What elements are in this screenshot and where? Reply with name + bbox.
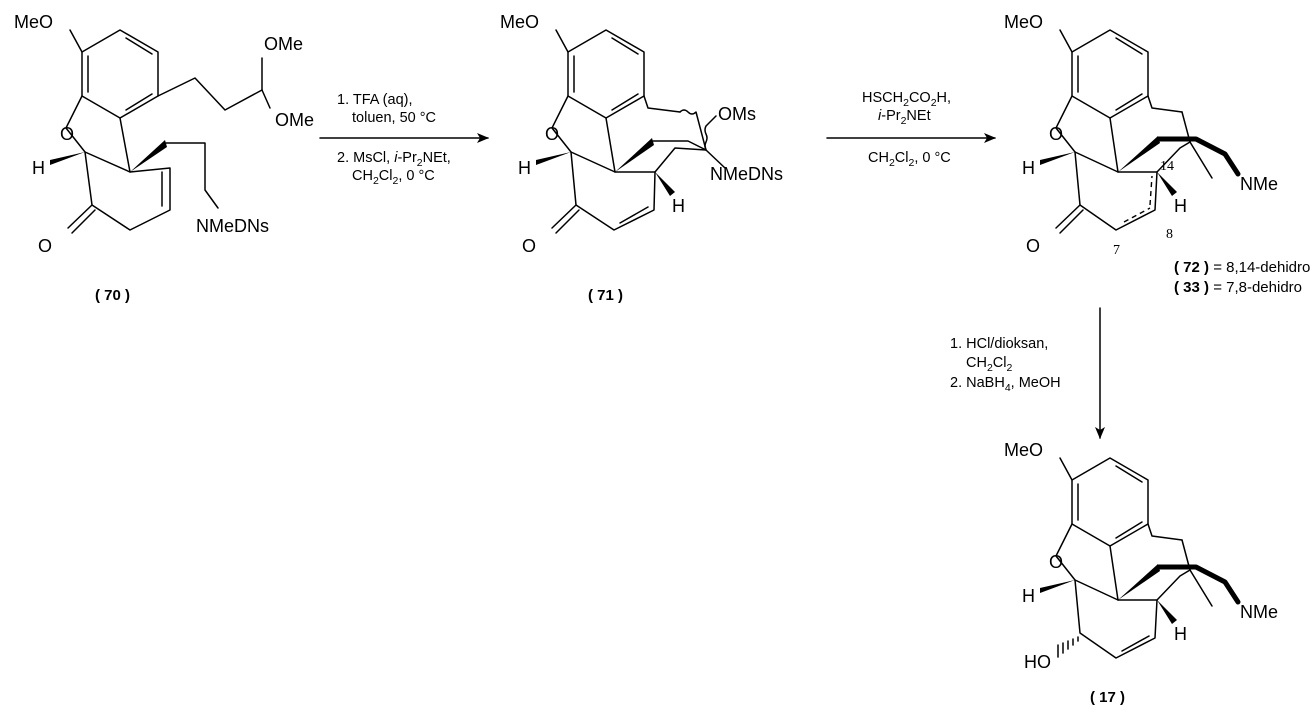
r3-step2-line1: 2. NaBH4, MeOH [950, 375, 1061, 394]
compound-label-70: ( 70 ) [95, 287, 130, 304]
compound-label-71: ( 71 ) [588, 287, 623, 304]
mesylate-label: OMs [718, 104, 756, 124]
dimethoxy-label-1: OMe [264, 34, 303, 54]
methoxy-label: MeO [1004, 440, 1043, 460]
compound-71: MeO O O H H OMs NMeDNs ( 71 ) [500, 12, 783, 304]
r1-step2-line1: 2. MsCl, i-Pr2NEt, [337, 150, 451, 169]
compound-70: MeO O O H OMe OMe NMeDNs ( 70 ) [14, 12, 314, 304]
r2-line1: HSCH2CO2H, [862, 90, 951, 109]
compound-72: MeO O O H H NMe 14 8 7 ( 72 ) = 8,14-deh… [1004, 12, 1310, 296]
ketone-oxygen-label: O [1026, 236, 1040, 256]
compound-label-17: ( 17 ) [1090, 689, 1125, 706]
ring-oxygen-label: O [1049, 552, 1063, 572]
ring-oxygen-label: O [545, 124, 559, 144]
dimethoxy-label-2: OMe [275, 110, 314, 130]
r3-step1-line2: CH2Cl2 [966, 355, 1013, 374]
amine-label: NMeDNs [710, 164, 783, 184]
r2-line3: CH2Cl2, 0 °C [868, 150, 951, 169]
hashed-bond [1057, 636, 1079, 658]
r1-step2-line2: CH2Cl2, 0 °C [352, 168, 435, 187]
h-left-label: H [1022, 158, 1035, 178]
methoxy-label: MeO [1004, 12, 1043, 32]
position-7-label: 7 [1113, 243, 1120, 258]
methoxy-label: MeO [500, 12, 539, 32]
h-left-label: H [1022, 586, 1035, 606]
h-right-label: H [1174, 624, 1187, 644]
reaction-arrow-3: 1. HCl/dioksan, CH2Cl2 2. NaBH4, MeOH [950, 307, 1105, 439]
reaction-arrow-1: 1. TFA (aq), toluen, 50 °C 2. MsCl, i-Pr… [319, 92, 489, 187]
position-8-label: 8 [1166, 227, 1173, 242]
h-left-label: H [518, 158, 531, 178]
r3-step1-line1: 1. HCl/dioksan, [950, 336, 1048, 352]
position-14-label: 14 [1160, 159, 1174, 174]
ketone-oxygen-label: O [38, 236, 52, 256]
h-right-label: H [1174, 196, 1187, 216]
h-label: H [32, 158, 45, 178]
r1-step1-line1: 1. TFA (aq), [337, 92, 413, 108]
amine-label: NMe [1240, 174, 1278, 194]
r1-step1-line2: toluen, 50 °C [352, 110, 436, 126]
amine-label: NMeDNs [196, 216, 269, 236]
methoxy-label: MeO [14, 12, 53, 32]
amine-label: NMe [1240, 602, 1278, 622]
ring-oxygen-label: O [1049, 124, 1063, 144]
hydroxyl-label: HO [1024, 652, 1051, 672]
ring-oxygen-label: O [60, 124, 74, 144]
compound-label-72: ( 72 ) = 8,14-dehidro [1174, 259, 1310, 276]
compound-17: MeO O H H HO NMe ( 17 ) [1004, 440, 1278, 706]
ketone-oxygen-label: O [522, 236, 536, 256]
compound-label-33: ( 33 ) = 7,8-dehidro [1174, 279, 1302, 296]
h-right-label: H [672, 196, 685, 216]
r2-line2: i-Pr2NEt [878, 108, 931, 127]
reaction-arrow-2: HSCH2CO2H, i-Pr2NEt CH2Cl2, 0 °C [826, 90, 996, 169]
